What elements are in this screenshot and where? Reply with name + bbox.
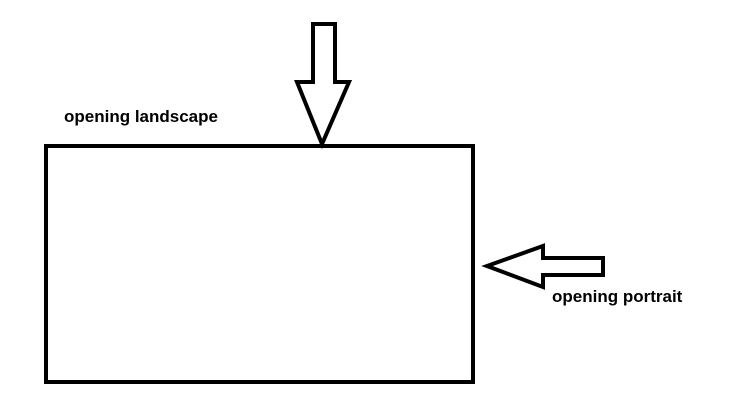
left-arrow-icon	[481, 243, 605, 290]
down-arrow-icon	[294, 22, 353, 150]
opening-portrait-label: opening portrait	[552, 287, 683, 306]
opening-landscape-label: opening landscape	[64, 107, 218, 126]
device-rectangle	[44, 144, 475, 384]
